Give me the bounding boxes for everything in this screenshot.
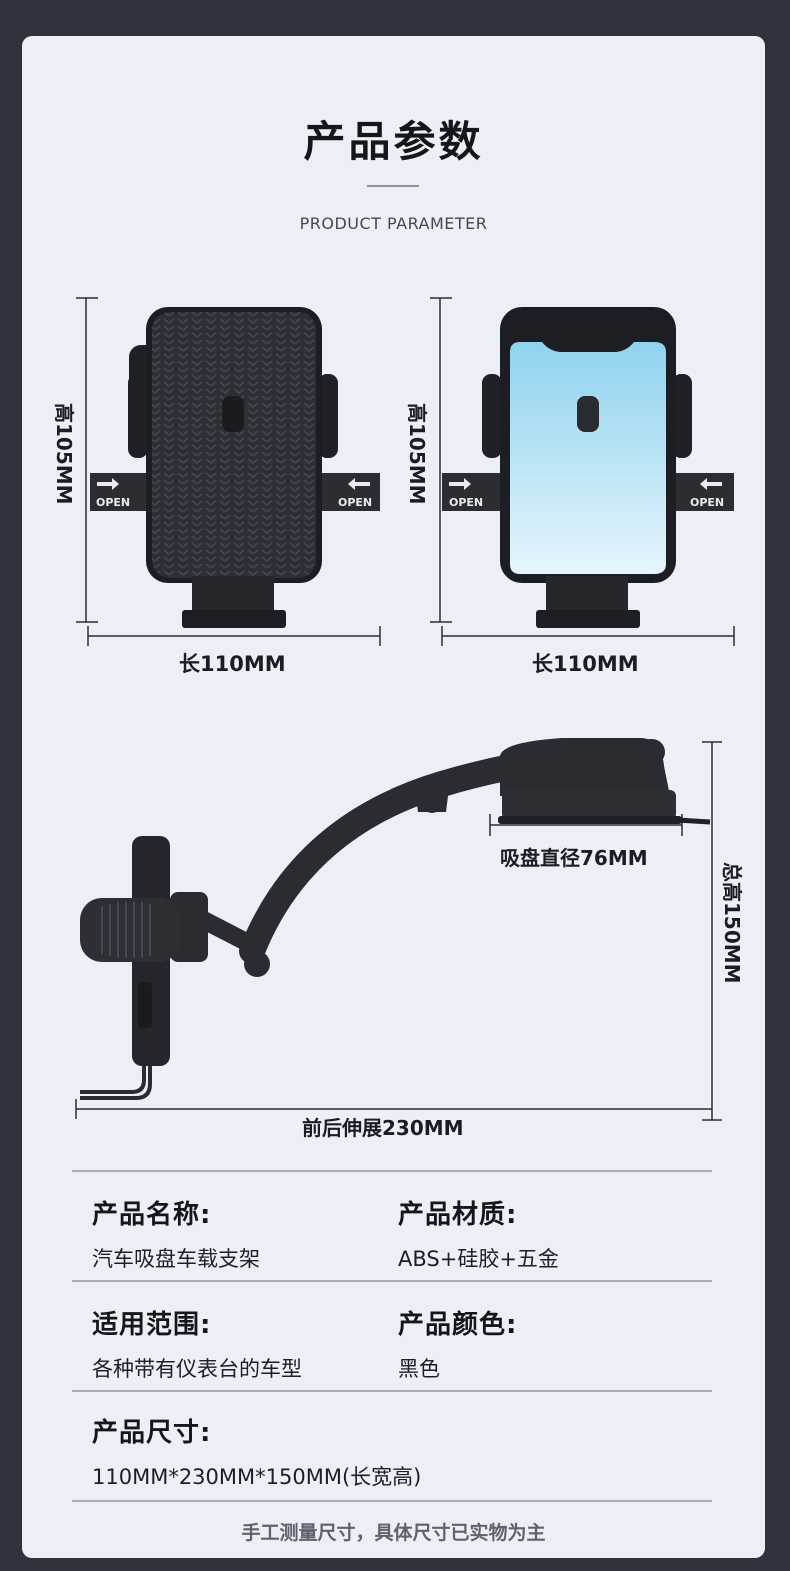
holder-front-back-view xyxy=(90,307,380,628)
holder-front-phone-view xyxy=(442,307,734,628)
divider xyxy=(72,1500,712,1502)
divider xyxy=(72,1280,712,1282)
page-title: 产品参数 xyxy=(303,117,484,166)
width-label-left: 长110MM xyxy=(179,652,286,676)
height-label-left: 高105MM xyxy=(52,403,76,505)
spec-label: 产品颜色: xyxy=(398,1310,518,1340)
phone-screen xyxy=(510,342,666,574)
holder-side-view xyxy=(80,738,711,1100)
suction-diameter-label: 吸盘直径76MM xyxy=(500,846,648,870)
arrow-right-icon xyxy=(449,478,471,490)
suction-cup xyxy=(500,738,670,796)
total-height-label: 总高150MM xyxy=(720,862,744,984)
page-subtitle: PRODUCT PARAMETER xyxy=(299,214,488,233)
knob-icon xyxy=(244,951,270,977)
spec-value: 110MM*230MM*150MM(长宽高) xyxy=(92,1465,422,1489)
product-dimension-diagrams: OPEN OPEN OPEN OPEN xyxy=(75,297,735,1121)
spec-label: 产品材质: xyxy=(398,1200,518,1230)
width-label-right: 长110MM xyxy=(532,652,639,676)
title-divider xyxy=(367,185,419,187)
extension-label: 前后伸展230MM xyxy=(302,1116,464,1140)
spec-size: 产品尺寸: 110MM*230MM*150MM(长宽高) xyxy=(92,1412,421,1491)
divider xyxy=(72,1170,712,1172)
open-tab-label: OPEN xyxy=(449,496,483,509)
open-tab-label: OPEN xyxy=(338,496,372,509)
footer-note: 手工测量尺寸，具体尺寸已实物为主 xyxy=(241,1522,546,1544)
content-card: 产品参数 PRODUCT PARAMETER xyxy=(22,36,765,1558)
spec-product-name: 产品名称: 汽车吸盘车载支架 xyxy=(92,1194,260,1273)
spec-label: 适用范围: xyxy=(92,1310,212,1340)
spec-value: 黑色 xyxy=(398,1357,440,1381)
spec-value: 汽车吸盘车载支架 xyxy=(92,1247,260,1271)
open-tab-label: OPEN xyxy=(96,496,130,509)
arrow-left-icon xyxy=(700,478,722,490)
dimension-lines xyxy=(75,297,735,1121)
spec-label: 产品尺寸: xyxy=(92,1418,212,1448)
spec-scope: 适用范围: 各种带有仪表台的车型 xyxy=(92,1304,302,1383)
spec-value: 各种带有仪表台的车型 xyxy=(92,1357,302,1381)
spec-value: ABS+硅胶+五金 xyxy=(398,1247,559,1271)
spec-color: 产品颜色: 黑色 xyxy=(398,1304,517,1383)
height-label-right: 高105MM xyxy=(405,403,429,505)
side-knob xyxy=(80,898,180,962)
spec-label: 产品名称: xyxy=(92,1200,212,1230)
arrow-left-icon xyxy=(348,478,370,490)
arrow-right-icon xyxy=(97,478,119,490)
divider xyxy=(72,1390,712,1392)
spec-material: 产品材质: ABS+硅胶+五金 xyxy=(398,1194,559,1273)
open-tab-label: OPEN xyxy=(690,496,724,509)
